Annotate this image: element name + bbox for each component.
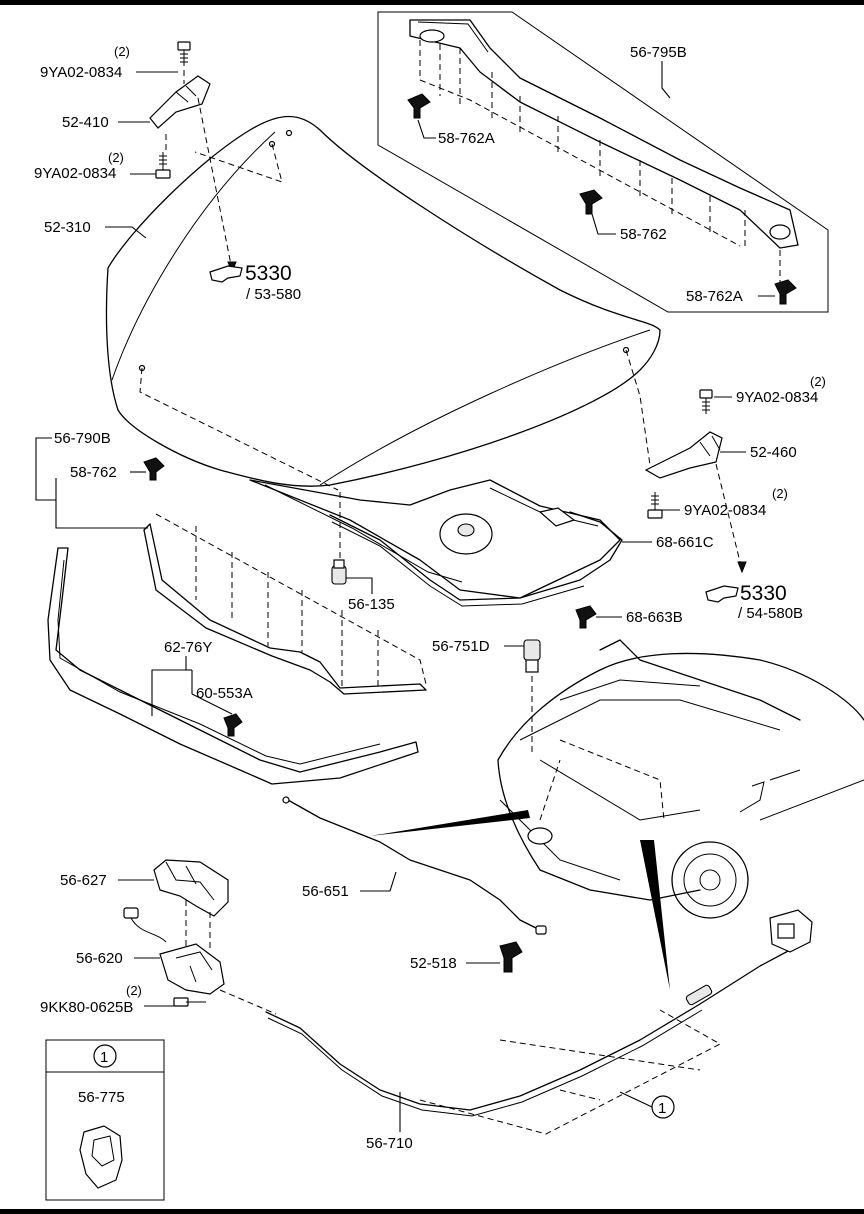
label-bolt-latch-qty: (2) <box>126 983 142 998</box>
label-56-795B: 56-795B <box>630 44 687 61</box>
hood-latch-56-620 <box>123 907 277 1015</box>
label-56-790B: 56-790B <box>54 430 111 447</box>
label-56-775: 56-775 <box>78 1089 125 1106</box>
top-border <box>0 0 864 5</box>
label-56-627: 56-627 <box>60 872 107 889</box>
label-56-651: 56-651 <box>302 883 349 900</box>
clip-60-553A <box>223 713 243 737</box>
label-56-710: 56-710 <box>366 1135 413 1152</box>
ref-5330-a <box>209 265 243 283</box>
stopper-56-135 <box>331 559 347 585</box>
label-ref-5330-b: 5330 <box>740 582 787 605</box>
left-hinge <box>149 41 237 274</box>
label-58-762A-1: 58-762A <box>438 130 495 147</box>
label-68-661C: 68-661C <box>656 534 714 551</box>
vehicle-front <box>497 639 864 919</box>
label-bolt-top-1-qty: (2) <box>114 44 130 59</box>
clip-68-663B <box>575 605 597 629</box>
label-52-460: 52-460 <box>750 444 797 461</box>
latch-cover-56-627 <box>153 859 229 950</box>
label-bolt-right-2: 9YA02-0834 <box>684 502 766 519</box>
bottom-border <box>0 1209 864 1214</box>
label-60-553A: 60-553A <box>196 685 253 702</box>
label-62-76Y: 62-76Y <box>164 639 212 656</box>
label-56-751D: 56-751D <box>432 638 490 655</box>
label-bolt-latch: 9KK80-0625B <box>40 999 133 1016</box>
release-cable-56-710 <box>265 909 813 1135</box>
hood-seal-inset <box>377 11 829 313</box>
callout-number-1: 1 <box>658 1100 666 1117</box>
label-bolt-top-2: 9YA02-0834 <box>34 165 116 182</box>
stopper-56-751D <box>523 639 541 673</box>
label-bolt-top-2-qty: (2) <box>108 150 124 165</box>
label-58-762-mid: 58-762 <box>620 226 667 243</box>
label-58-762-left: 58-762 <box>70 464 117 481</box>
label-bolt-right-1-qty: (2) <box>810 374 826 389</box>
pointer-wedge-right <box>640 840 670 990</box>
label-ref-54-580B: / 54-580B <box>738 605 803 622</box>
pointing-hand-icon <box>209 265 243 283</box>
label-ref-5330-a: 5330 <box>245 262 292 285</box>
label-52-310: 52-310 <box>44 219 91 236</box>
label-68-663B: 68-663B <box>626 609 683 626</box>
label-bolt-top-1: 9YA02-0834 <box>40 64 122 81</box>
label-bolt-right-2-qty: (2) <box>772 486 788 501</box>
cowl-seal-62-76Y <box>47 547 419 785</box>
seal-56-790B <box>143 457 427 695</box>
label-56-620: 56-620 <box>76 950 123 967</box>
inset-56-775 <box>45 1039 165 1201</box>
label-52-410: 52-410 <box>62 114 109 131</box>
release-cable-56-651 <box>282 796 547 935</box>
pointer-wedge-left <box>370 810 530 836</box>
inset-callout-number: 1 <box>100 1049 108 1066</box>
label-52-518: 52-518 <box>410 955 457 972</box>
right-hinge <box>644 389 747 574</box>
inset-callout-circle <box>93 1044 117 1068</box>
pointing-hand-icon-b <box>705 585 739 603</box>
clip-52-518 <box>499 941 523 973</box>
label-58-762A-2: 58-762A <box>686 288 743 305</box>
label-ref-53-580: / 53-580 <box>246 286 301 303</box>
hood-panel <box>105 115 661 599</box>
label-bolt-right-1: 9YA02-0834 <box>736 389 818 406</box>
label-56-135: 56-135 <box>348 596 395 613</box>
